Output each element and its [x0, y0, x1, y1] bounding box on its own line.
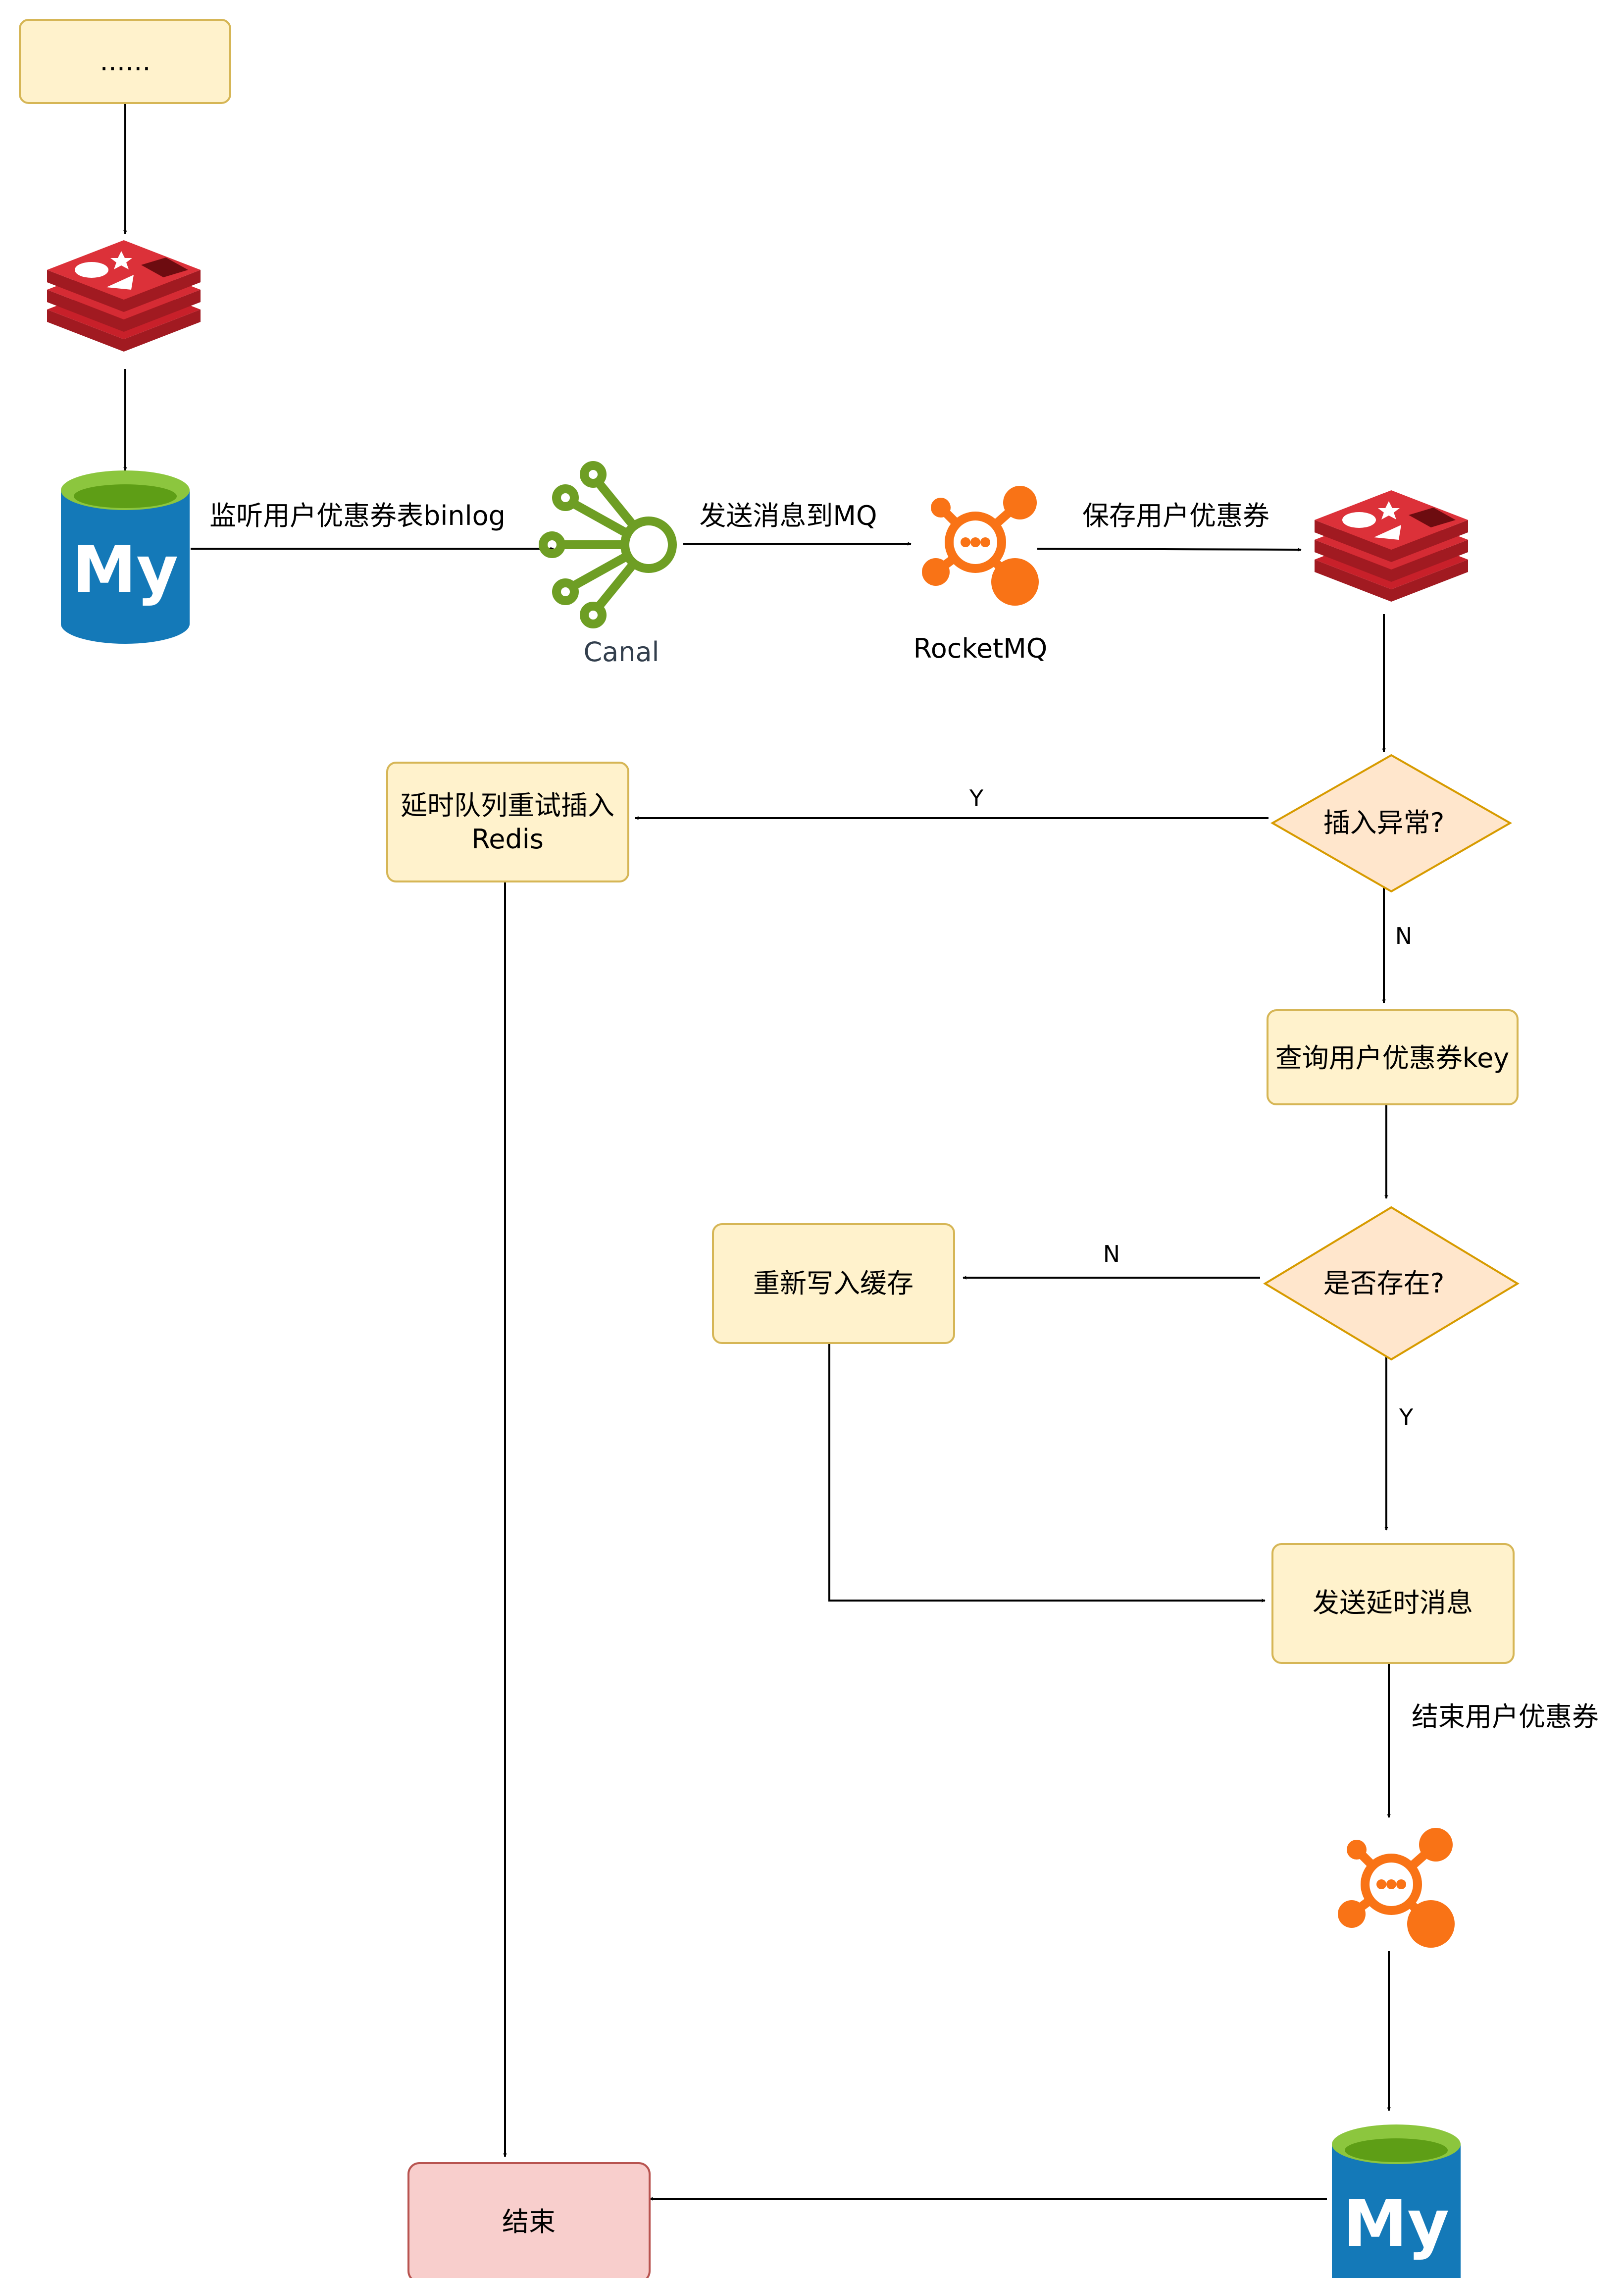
query-key-node: 查询用户优惠券key: [1267, 1009, 1519, 1105]
redis-icon: [47, 240, 201, 352]
edge-label-y2: Y: [1399, 1404, 1414, 1431]
rewrite-cache-node: 重新写入缓存: [712, 1223, 955, 1344]
rocketmq-label: RocketMQ: [914, 633, 1048, 664]
query-key-label: 查询用户优惠券key: [1275, 1042, 1510, 1074]
exists-label: 是否存在?: [1323, 1268, 1445, 1299]
start-node: ......: [19, 19, 231, 104]
retry-node-label-line2: Redis: [471, 824, 544, 855]
send-delay-label: 发送延时消息: [1313, 1587, 1473, 1618]
rocketmq-icon: [922, 486, 1039, 606]
edge-rocketmq-to-redis: [1037, 547, 1302, 552]
retry-node-label-line1: 延时队列重试插入: [401, 790, 614, 821]
insert-error-decision: 插入异常?: [1270, 754, 1513, 893]
rewrite-cache-label: 重新写入缓存: [753, 1268, 914, 1299]
canal-icon: [543, 466, 672, 624]
end-node-label: 结束: [502, 2206, 556, 2237]
send-delay-node: 发送延时消息: [1271, 1543, 1515, 1664]
mysql-icon: [1332, 2124, 1461, 2278]
edge-label-send-to-mq: 发送消息到MQ: [699, 500, 877, 531]
edge-rewrite-to-send: [828, 1337, 1266, 1603]
insert-error-label: 插入异常?: [1323, 807, 1445, 838]
edge-label-n1: N: [1395, 923, 1412, 949]
start-node-label: ......: [100, 46, 151, 77]
redis-icon: [1315, 490, 1468, 602]
rocketmq-icon: [1338, 1828, 1455, 1948]
mysql-icon: [61, 470, 190, 644]
edge-label-end-coupon: 结束用户优惠券: [1412, 1701, 1599, 1732]
end-node: 结束: [407, 2162, 651, 2278]
edge-label-listen-binlog: 监听用户优惠券表binlog: [209, 500, 506, 531]
edge-label-n2: N: [1103, 1241, 1120, 1267]
edge-label-save-coupon: 保存用户优惠券: [1082, 500, 1269, 531]
edge-label-y1: Y: [969, 785, 984, 812]
retry-node: 延时队列重试插入 Redis: [386, 762, 629, 882]
canal-label: Canal: [583, 636, 659, 668]
exists-decision: 是否存在?: [1263, 1206, 1520, 1361]
